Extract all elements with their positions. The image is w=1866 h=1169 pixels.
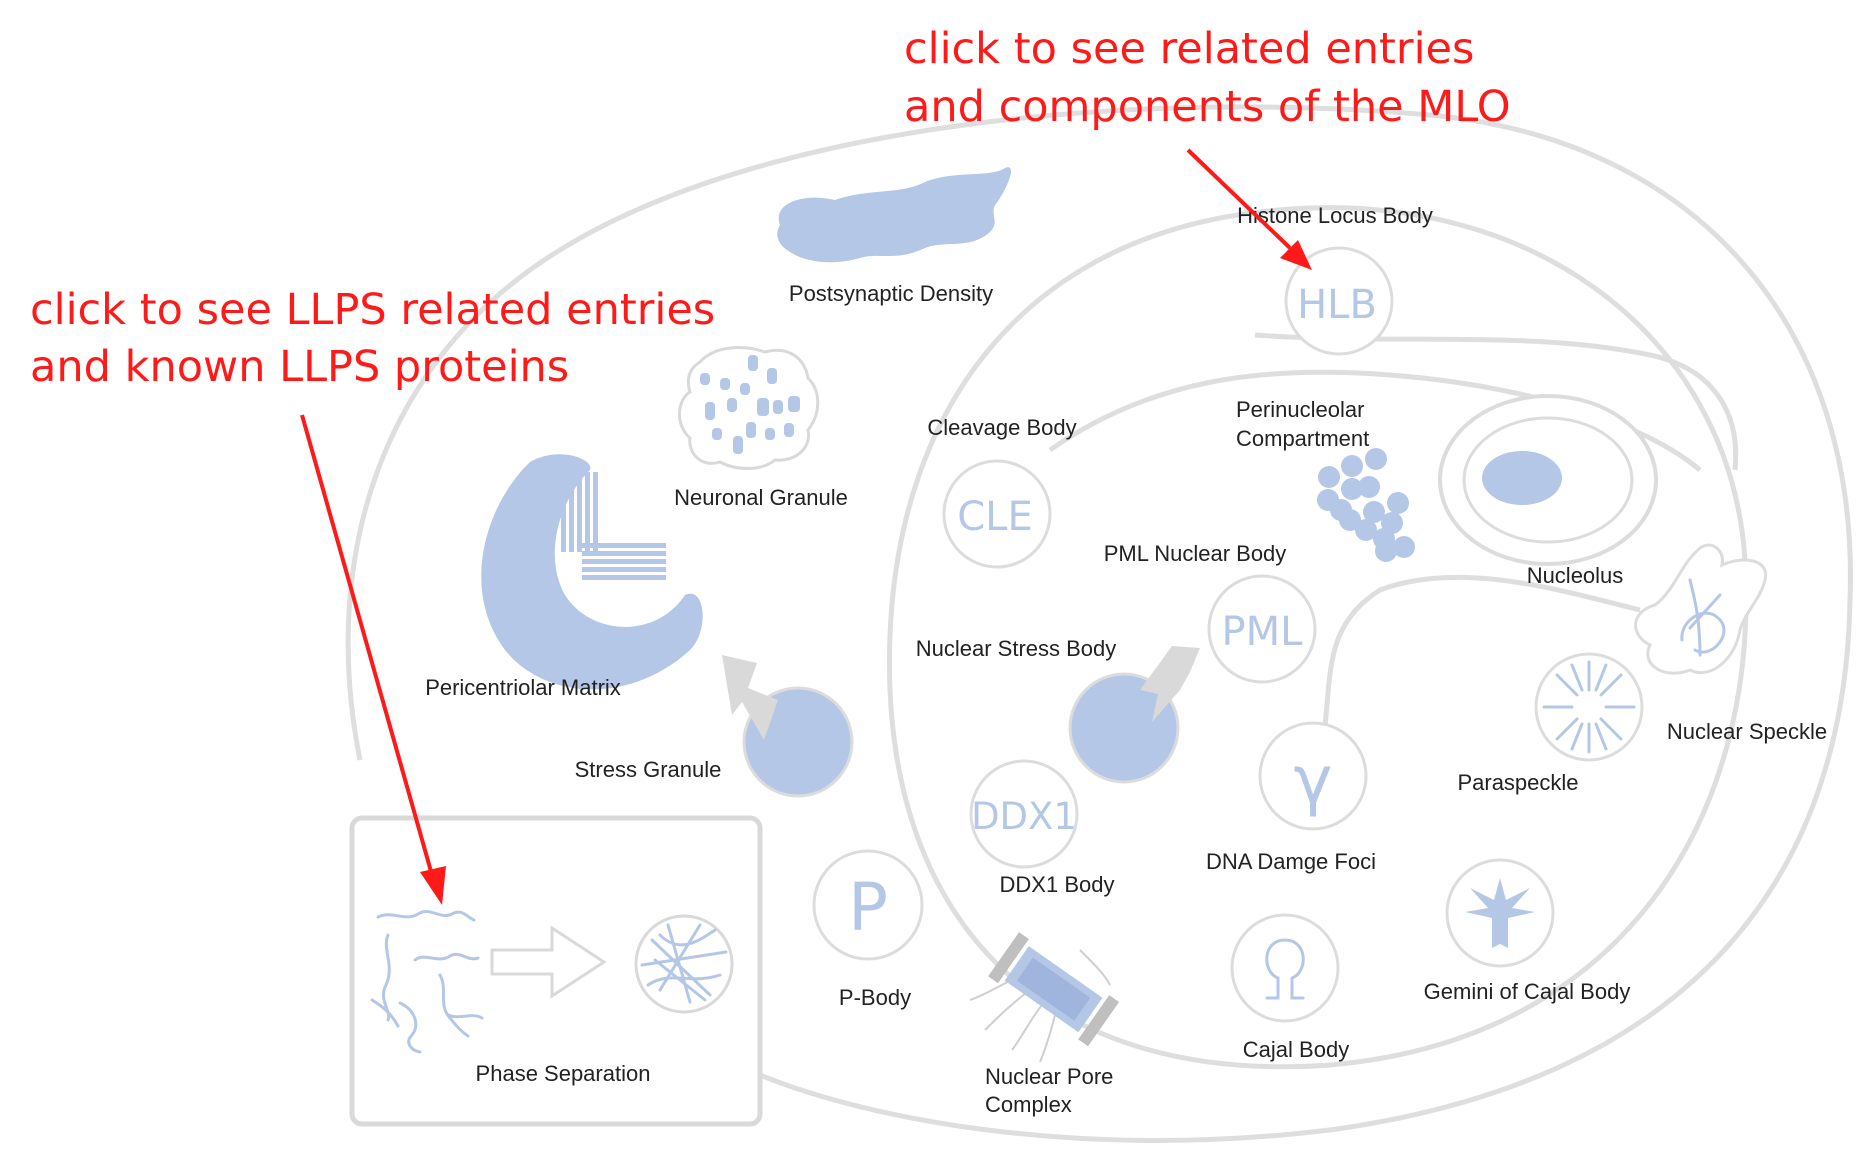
mlo-annotation-line1: click to see related entries — [904, 24, 1474, 74]
lightning-icon — [1140, 646, 1200, 722]
stress-granule-label: Stress Granule — [575, 757, 722, 782]
hlb-symbol: HLB — [1297, 282, 1377, 328]
pml-nuclear-body[interactable]: PML PML Nuclear Body — [1104, 541, 1317, 684]
neuronal-granule[interactable]: Neuronal Granule — [674, 346, 848, 510]
pml-nuclear-body-label: PML Nuclear Body — [1104, 541, 1287, 566]
postsynaptic-density-label: Postsynaptic Density — [789, 281, 993, 306]
p-body-label: P-Body — [839, 985, 911, 1010]
perinucleolar-dots — [1317, 448, 1415, 562]
dna-damage-foci[interactable]: γ DNA Damge Foci — [1206, 721, 1376, 874]
postsynaptic-density[interactable]: Postsynaptic Density — [777, 167, 1011, 306]
phase-separation-panel[interactable]: Phase Separation — [349, 815, 763, 1127]
perinucleolar-label-1: Perinucleolar — [1236, 397, 1364, 422]
cell-outline — [345, 104, 1853, 1143]
histone-locus-body[interactable]: HLB Histone Locus Body — [1237, 203, 1433, 356]
nuclear-stress-body[interactable]: Nuclear Stress Body — [916, 636, 1200, 784]
gemini-of-cajal-body[interactable]: Gemini of Cajal Body — [1424, 858, 1631, 1004]
nuclear-stress-body-label: Nuclear Stress Body — [916, 636, 1117, 661]
cleavage-body-label: Cleavage Body — [927, 415, 1076, 440]
perinucleolar-label-2: Compartment — [1236, 426, 1369, 451]
dna-damage-foci-label: DNA Damge Foci — [1206, 849, 1376, 874]
nuclear-speckle[interactable]: Nuclear Speckle — [1634, 543, 1828, 744]
ddx1-symbol: DDX1 — [971, 795, 1077, 838]
centriole-bars — [561, 472, 666, 580]
condensate-droplet-icon — [634, 914, 734, 1014]
stress-granule[interactable]: Stress Granule — [575, 655, 854, 798]
p-symbol: P — [848, 869, 888, 946]
cajal-symbol-icon — [1265, 938, 1305, 1000]
nucleolus-label: Nucleolus — [1527, 563, 1624, 588]
gemini-symbol-icon — [1465, 878, 1535, 948]
phase-separation-label: Phase Separation — [476, 1061, 651, 1086]
paraspeckle-symbol-icon — [1542, 660, 1636, 754]
gamma-symbol: γ — [1293, 742, 1332, 819]
lightning-icon — [722, 655, 778, 740]
p-body[interactable]: P P-Body — [812, 849, 924, 1010]
red-arrow-head-icon — [1280, 240, 1312, 270]
llps-annotation-line1: click to see LLPS related entries — [30, 285, 715, 335]
mlo-annotation-line2: and components of the MLO — [904, 82, 1511, 132]
ddx1-body[interactable]: DDX1 DDX1 Body — [969, 759, 1115, 897]
nuclear-pore-complex[interactable]: Nuclear Pore Complex — [969, 932, 1120, 1117]
paraspeckle[interactable]: Paraspeckle — [1457, 652, 1644, 795]
cajal-body-label: Cajal Body — [1243, 1037, 1349, 1062]
llps-annotation: click to see LLPS related entries and kn… — [30, 285, 715, 905]
paraspeckle-label: Paraspeckle — [1457, 770, 1578, 795]
disordered-chains-icon — [370, 909, 484, 1054]
perinucleolar-compartment[interactable]: Perinucleolar Compartment — [1236, 397, 1415, 562]
neuronal-granule-label: Neuronal Granule — [674, 485, 848, 510]
red-arrow-head-icon — [420, 866, 446, 905]
arrow-right-icon — [490, 925, 607, 999]
speckle-symbol-icon — [1680, 578, 1726, 657]
llps-annotation-line2: and known LLPS proteins — [30, 342, 569, 392]
nuclear-pore-label-2: Complex — [985, 1092, 1072, 1117]
cleavage-body[interactable]: CLE Cleavage Body — [927, 415, 1077, 569]
neuronal-granule-particles — [700, 355, 800, 454]
nuclear-speckle-label: Nuclear Speckle — [1667, 719, 1827, 744]
pericentriolar-matrix[interactable]: Pericentriolar Matrix — [425, 454, 703, 700]
mlo-annotation: click to see related entries and compone… — [904, 24, 1511, 270]
histone-locus-body-label: Histone Locus Body — [1237, 203, 1433, 228]
gemini-of-cajal-body-label: Gemini of Cajal Body — [1424, 979, 1631, 1004]
cle-symbol: CLE — [957, 494, 1033, 540]
nucleolus[interactable]: Nucleolus — [1438, 394, 1658, 588]
nuclear-pore-label-1: Nuclear Pore — [985, 1064, 1113, 1089]
nucleus-outline — [886, 205, 1749, 1070]
ddx1-body-label: DDX1 Body — [1000, 872, 1115, 897]
cajal-body[interactable]: Cajal Body — [1230, 913, 1349, 1062]
pericentriolar-matrix-label: Pericentriolar Matrix — [425, 675, 621, 700]
pml-symbol: PML — [1222, 609, 1304, 655]
